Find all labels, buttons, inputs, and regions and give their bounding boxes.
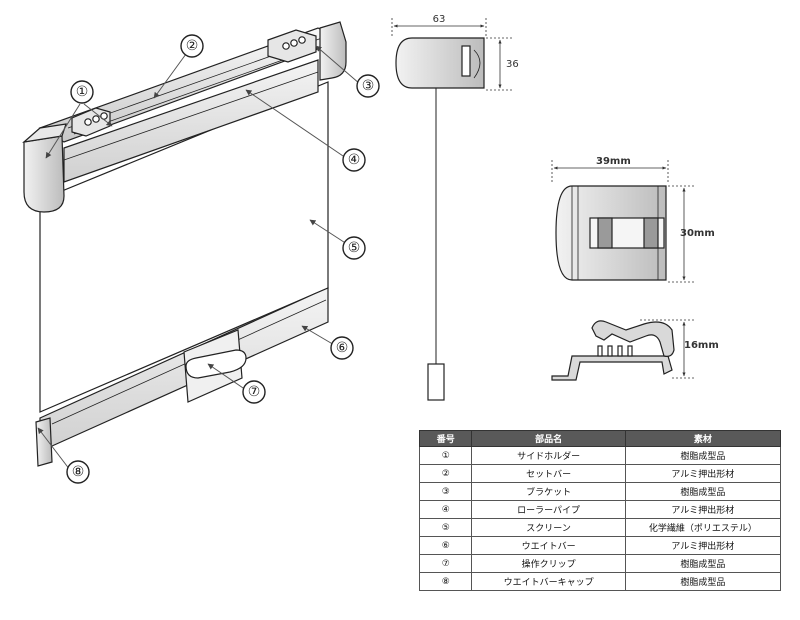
row-number: ④ — [418, 500, 473, 519]
row-material: アルミ押出形材 — [624, 464, 782, 483]
table-header-row: 番号 部品名 素材 — [418, 430, 782, 447]
row-material: アルミ押出形材 — [624, 500, 782, 519]
svg-text:⑥: ⑥ — [336, 340, 349, 356]
side-view-dimensions — [391, 18, 512, 91]
row-part-name: セットバー — [471, 464, 626, 483]
row-material: 樹脂成型品 — [624, 482, 782, 501]
clip-dimensions — [551, 160, 696, 283]
header-number: 番号 — [418, 430, 473, 447]
callout-1: ① — [70, 80, 94, 104]
side-view-width-label: 63 — [433, 14, 446, 25]
row-number: ⑧ — [418, 572, 473, 591]
callout-8: ⑧ — [66, 460, 90, 484]
callout-2: ② — [180, 34, 204, 58]
callout-5: ⑤ — [342, 236, 366, 260]
table-row: ② セットバー アルミ押出形材 — [418, 464, 782, 483]
row-part-name: サイドホルダー — [471, 446, 626, 465]
bracket-dimensions — [640, 319, 696, 379]
bracket-left — [71, 107, 111, 137]
svg-text:⑤: ⑤ — [348, 240, 361, 256]
blind-isometric-view — [22, 21, 347, 467]
side-holder — [23, 135, 65, 213]
side-view-cap — [395, 37, 485, 89]
leader-lines — [37, 45, 361, 471]
roller-pipe — [63, 59, 319, 183]
table-row: ③ ブラケット 樹脂成型品 — [418, 482, 782, 501]
side-view-height-label: 36 — [506, 59, 519, 70]
svg-text:②: ② — [186, 38, 199, 54]
side-view — [395, 37, 485, 401]
callout-6: ⑥ — [330, 336, 354, 360]
row-part-name: スクリーン — [471, 518, 626, 537]
callout-7: ⑦ — [242, 380, 266, 404]
row-material: 樹脂成型品 — [624, 554, 782, 573]
table-row: ④ ローラーパイプ アルミ押出形材 — [418, 500, 782, 519]
clip-height-label: 30mm — [680, 228, 715, 239]
svg-text:⑦: ⑦ — [248, 384, 261, 400]
clip-width-label: 39mm — [596, 156, 631, 167]
header-material: 素材 — [624, 430, 782, 447]
row-material: 樹脂成型品 — [624, 572, 782, 591]
row-number: ⑤ — [418, 518, 473, 537]
svg-text:④: ④ — [348, 152, 361, 168]
row-part-name: ローラーパイプ — [471, 500, 626, 519]
row-part-name: ウエイトバー — [471, 536, 626, 555]
table-row: ⑧ ウエイトバーキャップ 樹脂成型品 — [418, 572, 782, 591]
svg-text:③: ③ — [362, 78, 375, 94]
table-row: ⑤ スクリーン 化学繊維（ポリエステル） — [418, 518, 782, 537]
row-number: ① — [418, 446, 473, 465]
cord-weight — [427, 363, 445, 401]
row-part-name: ブラケット — [471, 482, 626, 501]
bracket-profile — [551, 320, 675, 381]
row-part-name: 操作クリップ — [471, 554, 626, 573]
svg-text:①: ① — [76, 84, 89, 100]
bracket-right — [267, 29, 317, 63]
row-number: ③ — [418, 482, 473, 501]
table-row: ① サイドホルダー 樹脂成型品 — [418, 446, 782, 465]
row-material: 樹脂成型品 — [624, 446, 782, 465]
row-number: ⑥ — [418, 536, 473, 555]
clip-detail — [555, 185, 667, 281]
bracket-height-label: 16mm — [684, 340, 719, 351]
callout-3: ③ — [356, 74, 380, 98]
callout-4: ④ — [342, 148, 366, 172]
table-row: ⑦ 操作クリップ 樹脂成型品 — [418, 554, 782, 573]
weight-bar-cap — [35, 417, 53, 467]
row-material: 化学繊維（ポリエステル） — [624, 518, 782, 537]
row-number: ② — [418, 464, 473, 483]
header-part-name: 部品名 — [471, 430, 626, 447]
table-row: ⑥ ウエイトバー アルミ押出形材 — [418, 536, 782, 555]
row-part-name: ウエイトバーキャップ — [471, 572, 626, 591]
row-number: ⑦ — [418, 554, 473, 573]
parts-table: 番号 部品名 素材 ① サイドホルダー 樹脂成型品 ② セットバー アルミ押出形… — [418, 430, 782, 591]
row-material: アルミ押出形材 — [624, 536, 782, 555]
svg-text:⑧: ⑧ — [72, 464, 85, 480]
